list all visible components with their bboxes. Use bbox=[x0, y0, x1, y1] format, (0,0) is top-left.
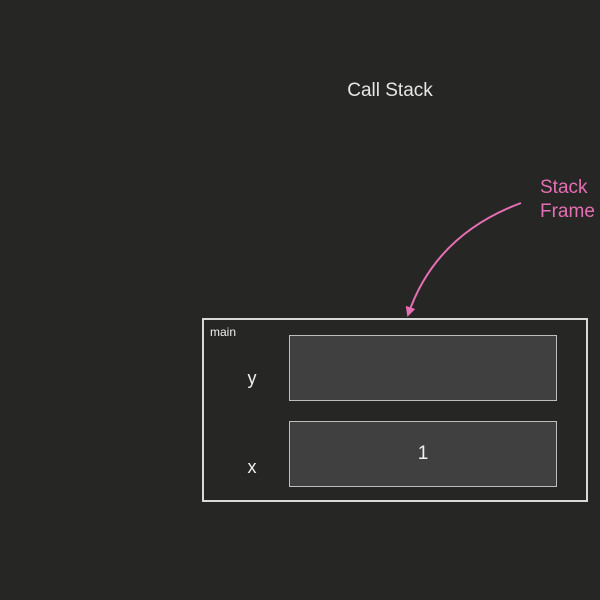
variable-name-y: y bbox=[247, 368, 257, 388]
variable-value-y bbox=[289, 335, 557, 401]
variable-value-x: 1 bbox=[289, 421, 557, 487]
annotation-line-2: Frame bbox=[540, 201, 595, 222]
frame-label: main bbox=[210, 325, 237, 339]
stack-frame-main: main y x 1 bbox=[202, 318, 588, 502]
stack-frame-annotation: Stack Frame bbox=[540, 176, 595, 224]
variable-name-x: x bbox=[247, 457, 257, 477]
call-stack-title: Call Stack bbox=[347, 80, 433, 101]
annotation-line-1: Stack bbox=[540, 177, 588, 198]
